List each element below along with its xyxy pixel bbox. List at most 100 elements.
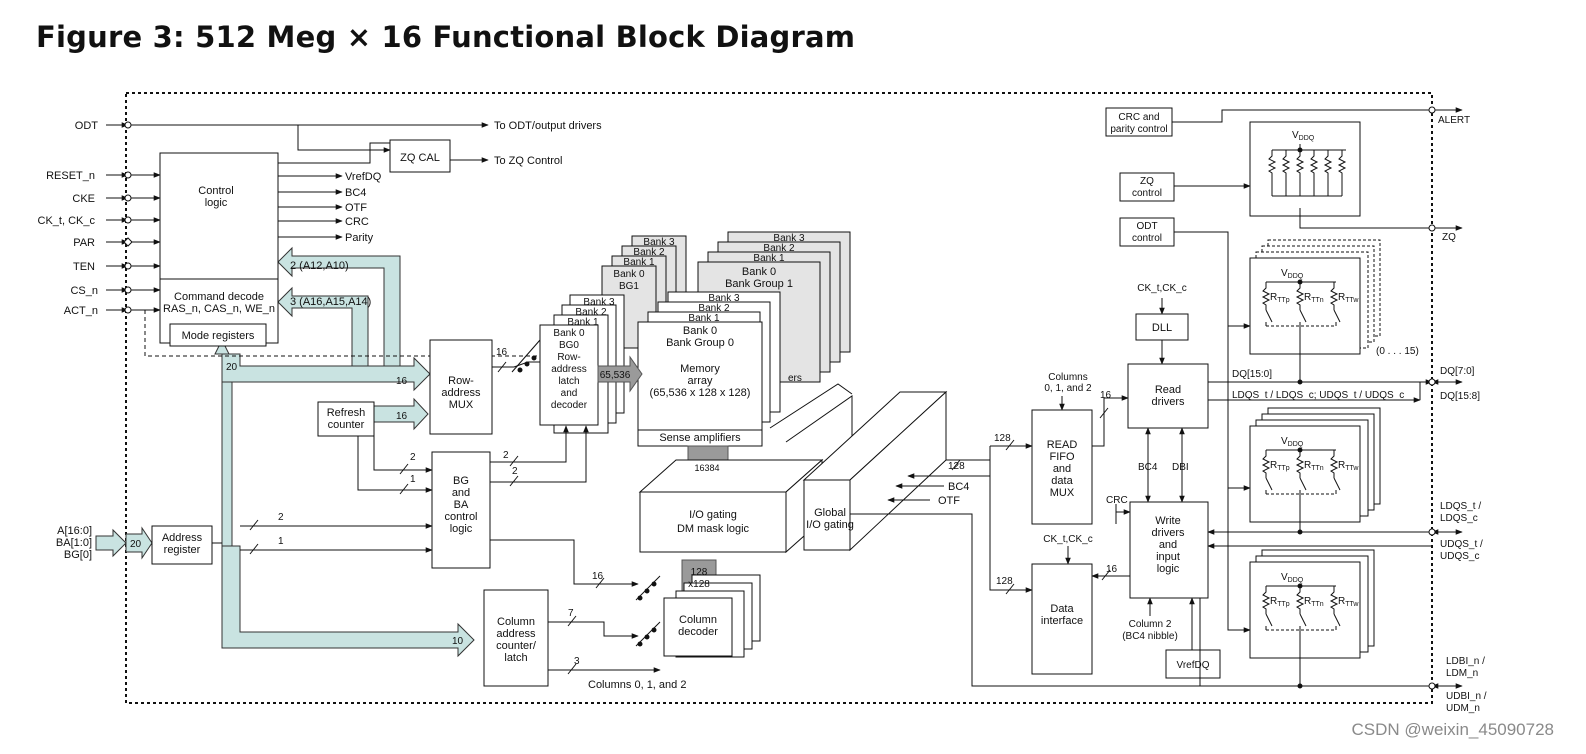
termination-resistor: [1295, 450, 1305, 478]
out-otf: OTF: [345, 202, 367, 214]
pin-zq: ZQ: [1442, 232, 1456, 243]
read-drivers-label-2: drivers: [1151, 396, 1185, 408]
bgba-label-2: and: [452, 487, 470, 499]
write-dbi: DBI: [1172, 462, 1189, 473]
pin-ldbi-1: LDBI_n /: [1446, 656, 1485, 667]
data-interface-label-2: interface: [1041, 615, 1083, 627]
out-bc4: BC4: [345, 187, 366, 199]
address-register-label-2: register: [164, 544, 201, 556]
bg0-latch: latch: [558, 376, 579, 387]
data-iface-w128: 128: [996, 576, 1013, 587]
write-drivers-label-5: logic: [1157, 563, 1180, 575]
row-mux-label-1: Row-: [448, 375, 474, 387]
bgba-label-3: BA: [454, 499, 469, 511]
bus-1: 1: [278, 536, 284, 547]
termination-resistor-label: RTTw: [1338, 460, 1359, 472]
global-otf: OTF: [938, 495, 960, 507]
vrefdq-label: VrefDQ: [1177, 660, 1210, 671]
bg0-row: Row-: [557, 352, 580, 363]
pin-ten: TEN: [73, 261, 95, 273]
zq-cal-block: [389, 139, 451, 173]
write-drivers-block: [1129, 501, 1209, 599]
col-w16: 16: [592, 571, 604, 582]
g1-bank1: Bank 1: [753, 253, 785, 264]
io-gating-label-2: DM mask logic: [677, 523, 750, 535]
refresh-counter-block: [317, 401, 375, 437]
control-logic-block: [159, 152, 279, 344]
pin-dq158: DQ[15:8]: [1440, 391, 1480, 402]
pin-ba: BA[1:0]: [56, 537, 92, 549]
global-io-block: [802, 390, 948, 552]
read-drivers-label-1: Read: [1155, 384, 1181, 396]
pin-cke: CKE: [72, 193, 95, 205]
col-w7: 7: [568, 608, 574, 619]
mode-registers-label: Mode registers: [182, 330, 255, 342]
out-parity: Parity: [345, 232, 374, 244]
data-iface-w16: 16: [1106, 564, 1118, 575]
bc4-nibble-label: (BC4 nibble): [1122, 631, 1178, 642]
bus-65536: 65,536: [600, 370, 631, 381]
termination-resistor-label: RTTw: [1338, 292, 1359, 304]
global-bc4: BC4: [948, 481, 969, 493]
pin-dq70: DQ[7:0]: [1440, 366, 1475, 377]
read-fifo-label-5: MUX: [1050, 487, 1075, 499]
write-bc4: BC4: [1138, 462, 1158, 473]
termination-resistor-label: RTTp: [1270, 292, 1290, 304]
termination-range: (0 . . . 15): [1376, 346, 1419, 357]
fifo-columns-1: Columns: [1048, 372, 1087, 383]
write-drivers-label-3: and: [1159, 539, 1177, 551]
fifo-w16: 16: [1100, 390, 1112, 401]
bus-16-row: 16: [396, 376, 408, 387]
memory-label-2: array: [687, 375, 713, 387]
pin-udqs-2: UDQS_c: [1440, 551, 1479, 562]
read-drivers-block: [1127, 363, 1209, 429]
dq-bus-label: DQ[15:0]: [1232, 369, 1272, 380]
bus-a16-a14: 3 (A16,A15,A14): [290, 296, 371, 308]
g0-bank1: Bank 1: [688, 313, 720, 324]
dqs-bus-label: LDQS_t / LDQS_c; UDQS_t / UDQS_c: [1232, 390, 1404, 401]
write-crc: CRC: [1106, 495, 1128, 506]
bg0-bank1: Bank 1: [567, 317, 599, 328]
chip-boundary: [125, 92, 1433, 704]
odt-control-block: [1119, 217, 1175, 247]
read-fifo-label-2: FIFO: [1049, 451, 1074, 463]
bg0-address: address: [551, 364, 587, 375]
bank-select-switch: [511, 339, 541, 373]
control-logic-label-1: Control: [198, 185, 233, 197]
pin-bg: BG[0]: [64, 549, 92, 561]
g0-label: Bank Group 0: [666, 337, 734, 349]
pin-cs: CS_n: [70, 285, 98, 297]
address-register-label-1: Address: [162, 532, 203, 544]
io-gating-label-1: I/O gating: [689, 509, 737, 521]
refresh-label-1: Refresh: [327, 407, 366, 419]
data-interface-block: [1031, 563, 1093, 675]
fifo-columns-2: 0, 1, and 2: [1044, 383, 1092, 394]
bgba-label-1: BG: [453, 475, 469, 487]
bgba-w2a: 2: [503, 450, 509, 461]
write-drivers-label-1: Write: [1155, 515, 1180, 527]
sense-amplifiers-label: Sense amplifiers: [659, 432, 741, 444]
pin-udbi-2: UDM_n: [1446, 703, 1480, 714]
zq-control-block: [1119, 172, 1175, 202]
bg0-bank3: Bank 3: [583, 297, 615, 308]
zq-control-label-1: ZQ: [1140, 176, 1154, 187]
col-counter-label-3: counter/: [496, 640, 537, 652]
group-0-stack: [637, 291, 781, 447]
write-drivers-label-4: input: [1156, 551, 1180, 563]
zq-termination-block: [1249, 121, 1361, 217]
zq-resistors: [1267, 147, 1347, 197]
col-counter-label-2: address: [496, 628, 536, 640]
data-interface-label-1: Data: [1050, 603, 1074, 615]
control-logic-label-2: logic: [205, 197, 228, 209]
col-counter-label-4: latch: [504, 652, 527, 664]
bgba-label-5: logic: [450, 523, 473, 535]
odt-control-label-1: ODT: [1136, 221, 1157, 232]
write-drivers-label-2: drivers: [1151, 527, 1185, 539]
g1-label: Bank Group 1: [725, 278, 793, 290]
memory-label-1: Memory: [680, 363, 720, 375]
pin-ldqs-1: LDQS_t /: [1440, 501, 1481, 512]
bg1-bank1: Bank 1: [623, 257, 655, 268]
dll-label: DLL: [1152, 322, 1172, 334]
